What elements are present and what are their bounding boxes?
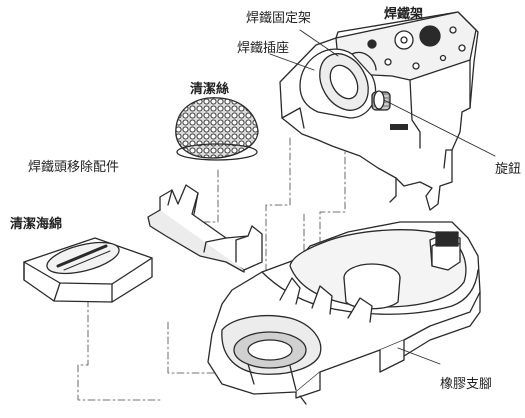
label-tip-removal-part: 焊鐵頭移除配件	[28, 160, 120, 175]
label-iron-holder: 焊鐵固定架	[246, 11, 312, 26]
label-cleaning-sponge: 清潔海綿	[10, 217, 63, 232]
label-iron-stand: 焊鐵架	[384, 7, 424, 22]
tip-removal-part	[147, 184, 263, 273]
leader-lines	[269, 7, 496, 365]
label-cleaning-wire: 清潔絲	[190, 82, 230, 97]
base-tray	[207, 221, 481, 405]
cleaning-wire-mesh	[175, 97, 259, 161]
cleaning-sponge	[23, 237, 153, 303]
brand-mark	[390, 124, 408, 130]
label-knob: 旋鈕	[495, 162, 522, 177]
iron-stand	[279, 11, 479, 211]
label-rubber-feet: 橡膠支腳	[440, 377, 493, 392]
label-iron-insert-seat: 焊鐵插座	[237, 41, 290, 56]
knob-icon	[371, 90, 391, 111]
